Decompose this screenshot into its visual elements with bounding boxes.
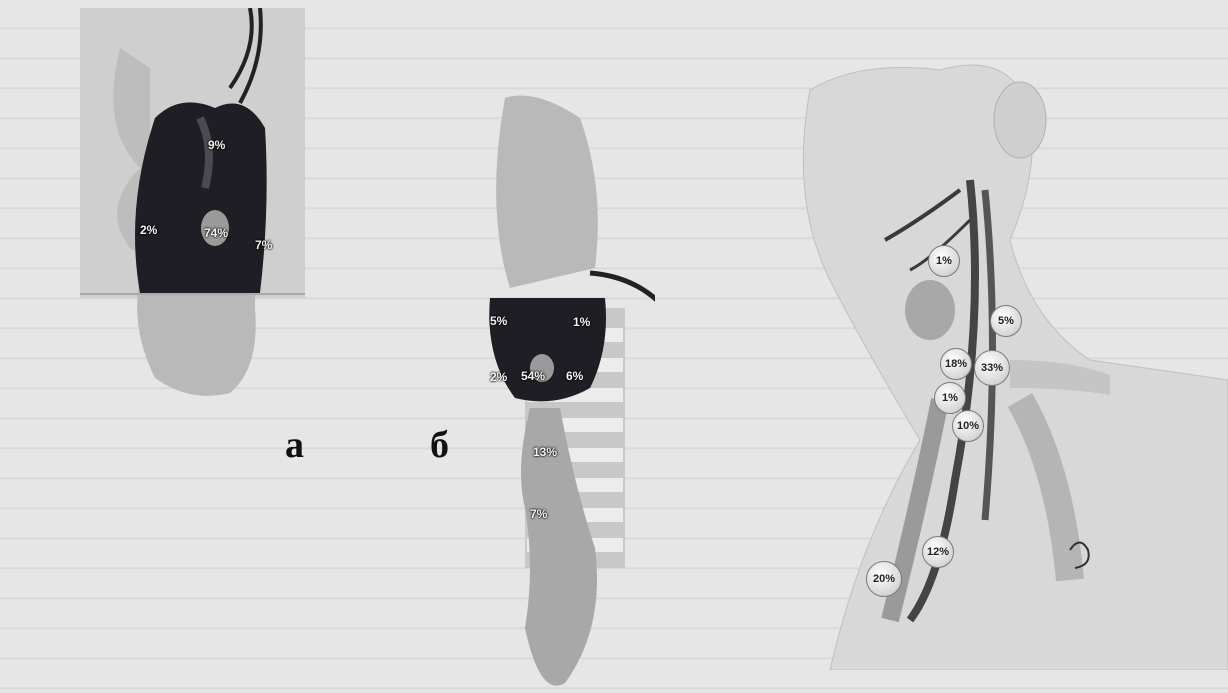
panel-b-label-3: 2% xyxy=(490,370,507,384)
panel-b-drawing xyxy=(415,8,655,693)
panel-c-badge-7: 12% xyxy=(922,536,954,568)
panel-c-drawing xyxy=(770,20,1228,670)
panel-b-label-1: 5% xyxy=(490,314,507,328)
panel-a-label-1: 9% xyxy=(208,138,225,152)
panel-a-label-4: 7% xyxy=(255,238,272,252)
panel-c-badge-4: 33% xyxy=(974,350,1010,386)
panel-c-badge-2: 5% xyxy=(990,305,1022,337)
panel-c-badge-6: 10% xyxy=(952,410,984,442)
panel-c-badge-1: 1% xyxy=(928,245,960,277)
panel-b-illustration: 5% 1% 2% 54% 6% 13% 7% б xyxy=(415,8,655,693)
panel-a-label-3: 74% xyxy=(204,226,228,240)
panel-b-label-2: 1% xyxy=(573,315,590,329)
panel-a-drawing xyxy=(80,8,340,428)
panel-a-letter: а xyxy=(285,423,304,467)
panel-b-label-4: 54% xyxy=(521,369,545,383)
panel-c-badge-8: 20% xyxy=(866,561,902,597)
panel-c-badge-5: 1% xyxy=(934,382,966,414)
panel-a-illustration: 9% 2% 74% 7% а xyxy=(80,8,340,428)
panel-b-label-7: 7% xyxy=(530,507,547,521)
panel-c-badge-3: 18% xyxy=(940,348,972,380)
panel-b-letter: б xyxy=(430,423,449,467)
panel-b-label-5: 6% xyxy=(566,369,583,383)
panel-a-label-2: 2% xyxy=(140,223,157,237)
panel-c-illustration: 1% 5% 18% 33% 1% 10% 12% 20% xyxy=(770,20,1228,670)
panel-b-label-6: 13% xyxy=(533,445,557,459)
